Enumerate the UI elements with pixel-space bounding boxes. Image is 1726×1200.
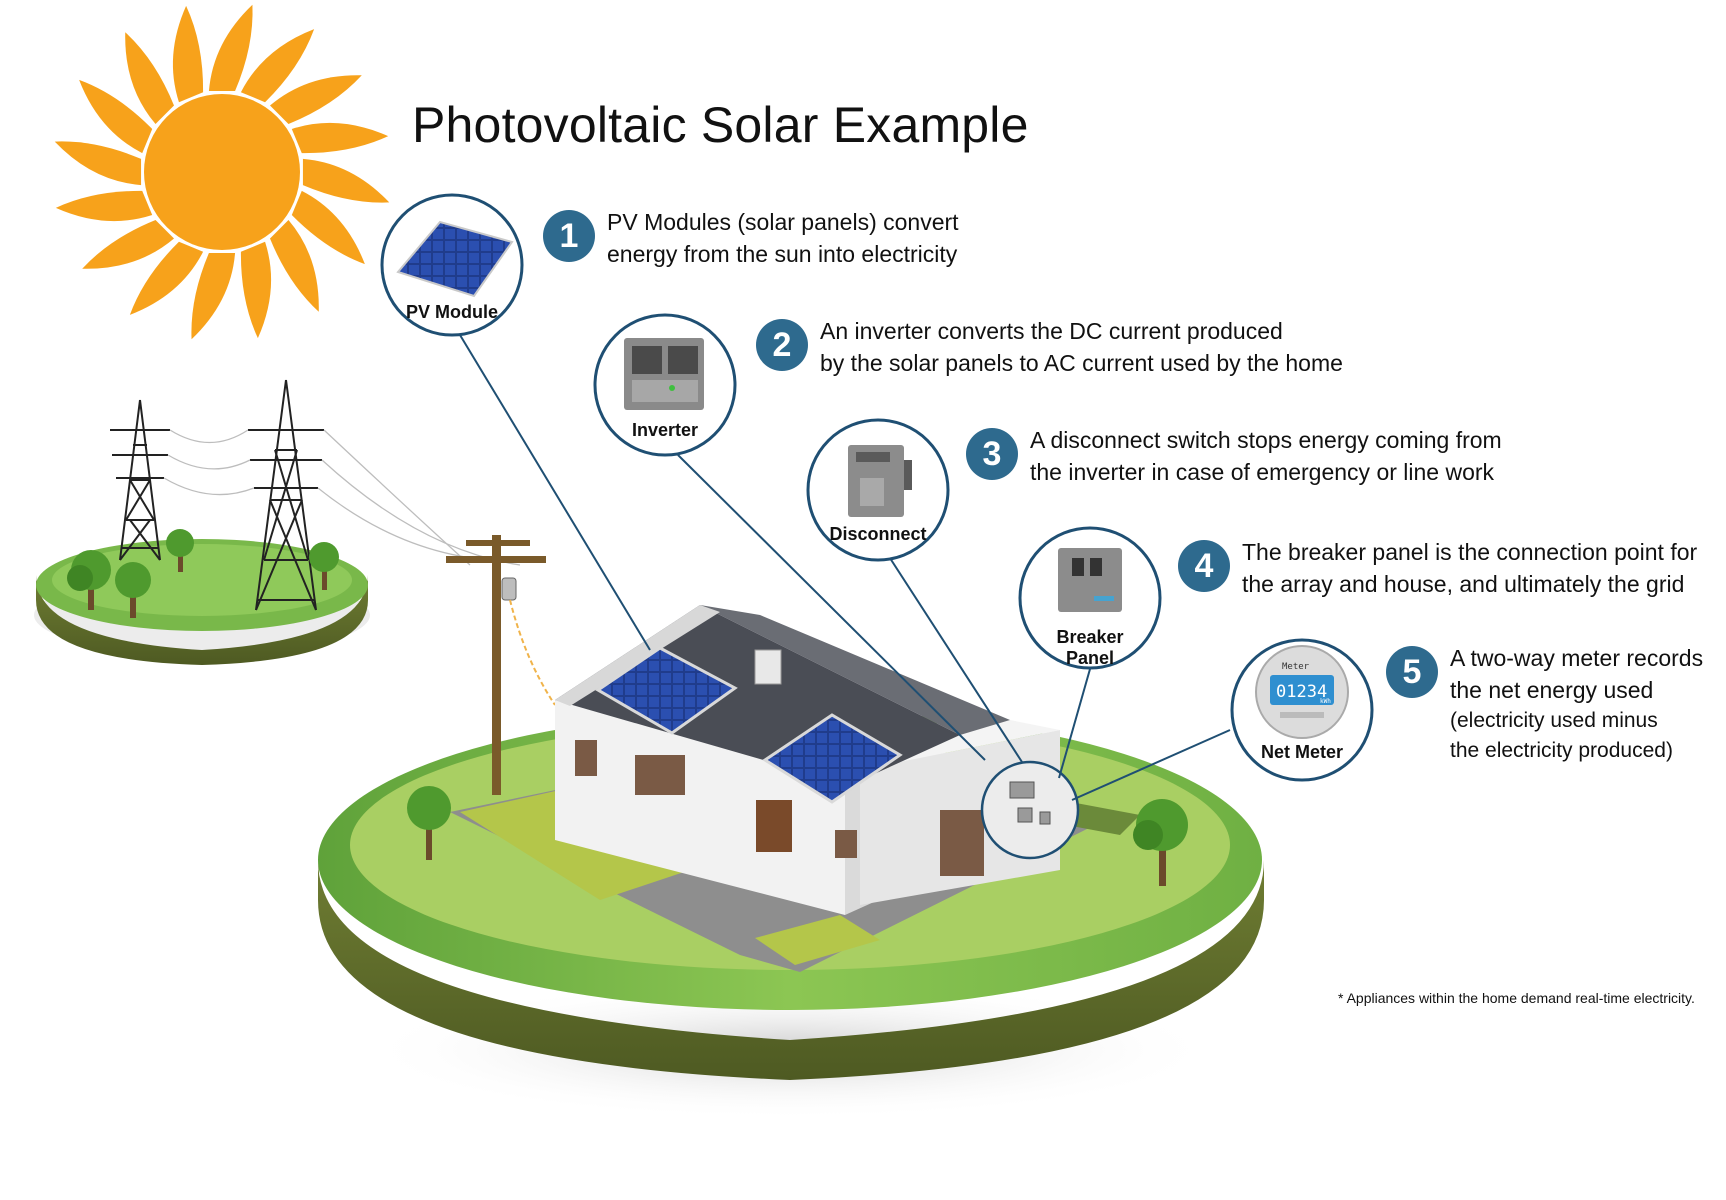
meter-reading: 01234 xyxy=(1276,682,1327,702)
step-1-line-1: PV Modules (solar panels) convert xyxy=(607,209,959,235)
step-3-badge: 3 xyxy=(966,428,1018,480)
step-2-text: An inverter converts the DC current prod… xyxy=(820,315,1343,379)
sun-ray xyxy=(129,241,204,315)
sun-ray xyxy=(125,32,174,124)
step-1-line-2: energy from the sun into electricity xyxy=(607,241,958,267)
utility-pole-icon xyxy=(446,535,556,795)
sun-ray xyxy=(240,29,315,103)
tree-icon xyxy=(407,786,1188,886)
step-5-badge: 5 xyxy=(1386,646,1438,698)
sun-ray xyxy=(240,241,272,339)
sun-ray xyxy=(270,220,319,312)
step-5-text: A two-way meter records the net energy u… xyxy=(1450,642,1703,766)
house-icon xyxy=(555,605,1060,915)
sun-ray xyxy=(291,122,389,154)
transmission-tower-icon xyxy=(110,379,324,611)
page-title: Photovoltaic Solar Example xyxy=(412,97,1029,153)
equipment-zoom-circle xyxy=(980,760,1080,860)
step-3-text: A disconnect switch stops energy coming … xyxy=(1030,424,1502,488)
meter-brand: Meter xyxy=(1282,662,1310,672)
step-5-line-1: A two-way meter records xyxy=(1450,645,1704,671)
breaker-label-1: Breaker xyxy=(1056,627,1123,647)
step-3-line-2: the inverter in case of emergency or lin… xyxy=(1030,459,1495,485)
pv-module-label: PV Module xyxy=(406,302,498,322)
step-1: 1 PV Modules (solar panels) convert ener… xyxy=(543,206,959,270)
leader-lines xyxy=(459,334,1231,801)
sun-ray xyxy=(270,75,362,124)
step-2-line-2: by the solar panels to AC current used b… xyxy=(820,350,1343,376)
sun-ray xyxy=(191,252,236,340)
step-5-line-2: the net energy used xyxy=(1450,677,1654,703)
meter-unit: kWh xyxy=(1320,698,1331,705)
sun-ray xyxy=(55,190,153,222)
inverter-label: Inverter xyxy=(632,420,698,440)
sun-ray xyxy=(82,220,174,269)
sun-icon xyxy=(54,4,390,340)
disconnect-callout: Disconnect xyxy=(806,418,950,562)
sun-ray xyxy=(172,5,204,103)
step-2-badge: 2 xyxy=(756,319,808,371)
step-5: 5 A two-way meter records the net energy… xyxy=(1386,642,1703,766)
pv-module-callout: PV Module xyxy=(380,193,524,337)
step-3-line-1: A disconnect switch stops energy coming … xyxy=(1030,427,1502,453)
step-3: 3 A disconnect switch stops energy comin… xyxy=(966,424,1502,488)
sun-ray xyxy=(302,158,390,203)
step-4-line-2: the array and house, and ultimately the … xyxy=(1242,571,1685,597)
sun-ray xyxy=(208,4,253,92)
sun-ray xyxy=(54,141,142,186)
step-4-text: The breaker panel is the connection poin… xyxy=(1242,536,1697,600)
breaker-panel-callout: Breaker Panel xyxy=(1018,526,1162,670)
inverter-callout: Inverter xyxy=(593,313,737,457)
sun-ray xyxy=(291,190,365,265)
step-2: 2 An inverter converts the DC current pr… xyxy=(756,315,1343,379)
step-4-badge: 4 xyxy=(1178,540,1230,592)
net-meter-callout: Meter 01234 kWh Net Meter xyxy=(1230,638,1374,782)
footnote: * Appliances within the home demand real… xyxy=(1338,990,1695,1006)
step-5-line-3: (electricity used minus xyxy=(1450,709,1658,732)
sun-ray xyxy=(79,79,153,154)
step-1-badge: 1 xyxy=(543,210,595,262)
step-4: 4 The breaker panel is the connection po… xyxy=(1178,536,1697,600)
step-4-line-1: The breaker panel is the connection poin… xyxy=(1242,539,1698,565)
disconnect-label: Disconnect xyxy=(829,524,926,544)
step-5-line-4: the electricity produced) xyxy=(1450,739,1673,762)
step-2-line-1: An inverter converts the DC current prod… xyxy=(820,318,1283,344)
net-meter-label: Net Meter xyxy=(1261,742,1343,762)
tree-icon xyxy=(67,529,339,618)
step-1-text: PV Modules (solar panels) convert energy… xyxy=(607,206,959,270)
breaker-label-2: Panel xyxy=(1066,648,1114,668)
